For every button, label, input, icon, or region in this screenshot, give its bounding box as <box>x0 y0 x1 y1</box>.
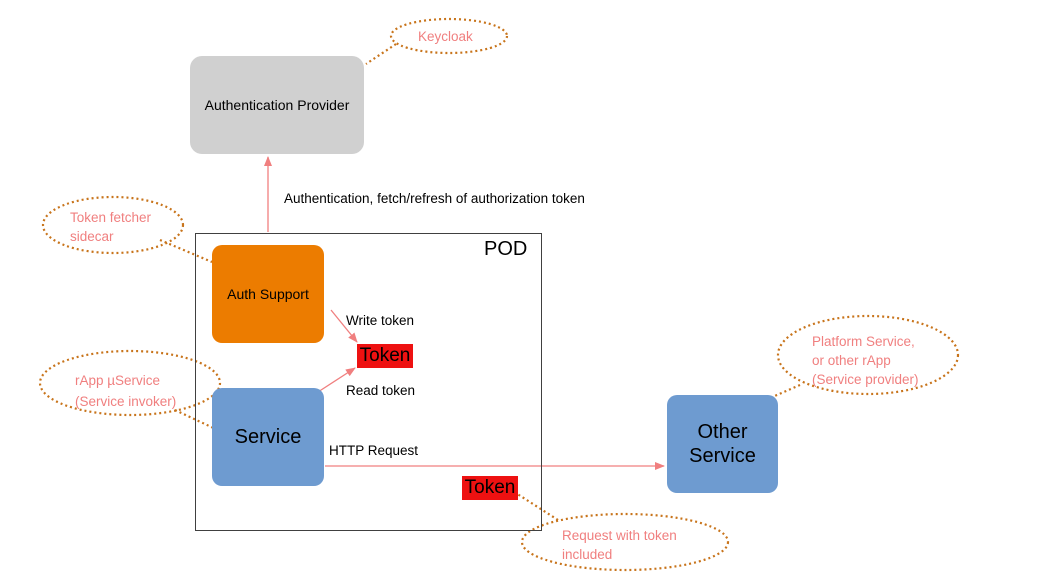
token-badge-stored: Token <box>357 344 413 368</box>
callout-platform-text: Platform Service, or other rApp (Service… <box>812 334 919 387</box>
token-label: Token <box>464 477 516 498</box>
callout-platform-tail <box>769 383 801 400</box>
edge-label-write-token: Write token <box>346 313 415 328</box>
arrow-read-token <box>317 367 356 393</box>
arrow-write-token <box>330 309 358 343</box>
callout-keycloak-tail <box>365 43 397 65</box>
edge-label-http-request: HTTP Request <box>329 443 419 458</box>
pod-label: POD <box>484 238 528 260</box>
callout-fetcher-bubble <box>41 195 185 255</box>
callout-keycloak-text: Keycloak <box>418 29 473 44</box>
callout-request-text: Request with token included <box>562 528 677 562</box>
callout-token-fetcher-text: Token fetcher sidecar <box>70 210 152 244</box>
other-service-label: Other Service <box>689 421 756 467</box>
pod-container <box>195 233 542 531</box>
edge-label-read-token: Read token <box>346 383 416 398</box>
service-label: Service <box>234 425 302 448</box>
authentication-provider-label: Authentication Provider <box>204 97 350 113</box>
callout-platform-bubble <box>776 314 960 396</box>
edge-label-authentication: Authentication, fetch/refresh of authori… <box>284 191 585 206</box>
callout-rapp-bubble <box>38 349 222 417</box>
auth-support-node: Auth Support <box>212 245 324 343</box>
authentication-provider-node: Authentication Provider <box>190 56 364 154</box>
callout-request-bubble <box>520 512 730 572</box>
service-node: Service <box>212 388 324 486</box>
token-label: Token <box>359 345 411 366</box>
callout-rapp-tail <box>174 409 223 433</box>
other-service-node: Other Service <box>667 395 778 493</box>
token-badge-request: Token <box>462 476 518 500</box>
auth-support-label: Auth Support <box>227 286 309 302</box>
callout-rapp-text: rApp µService (Service invoker) <box>75 373 177 409</box>
callout-keycloak-bubble <box>389 17 509 55</box>
